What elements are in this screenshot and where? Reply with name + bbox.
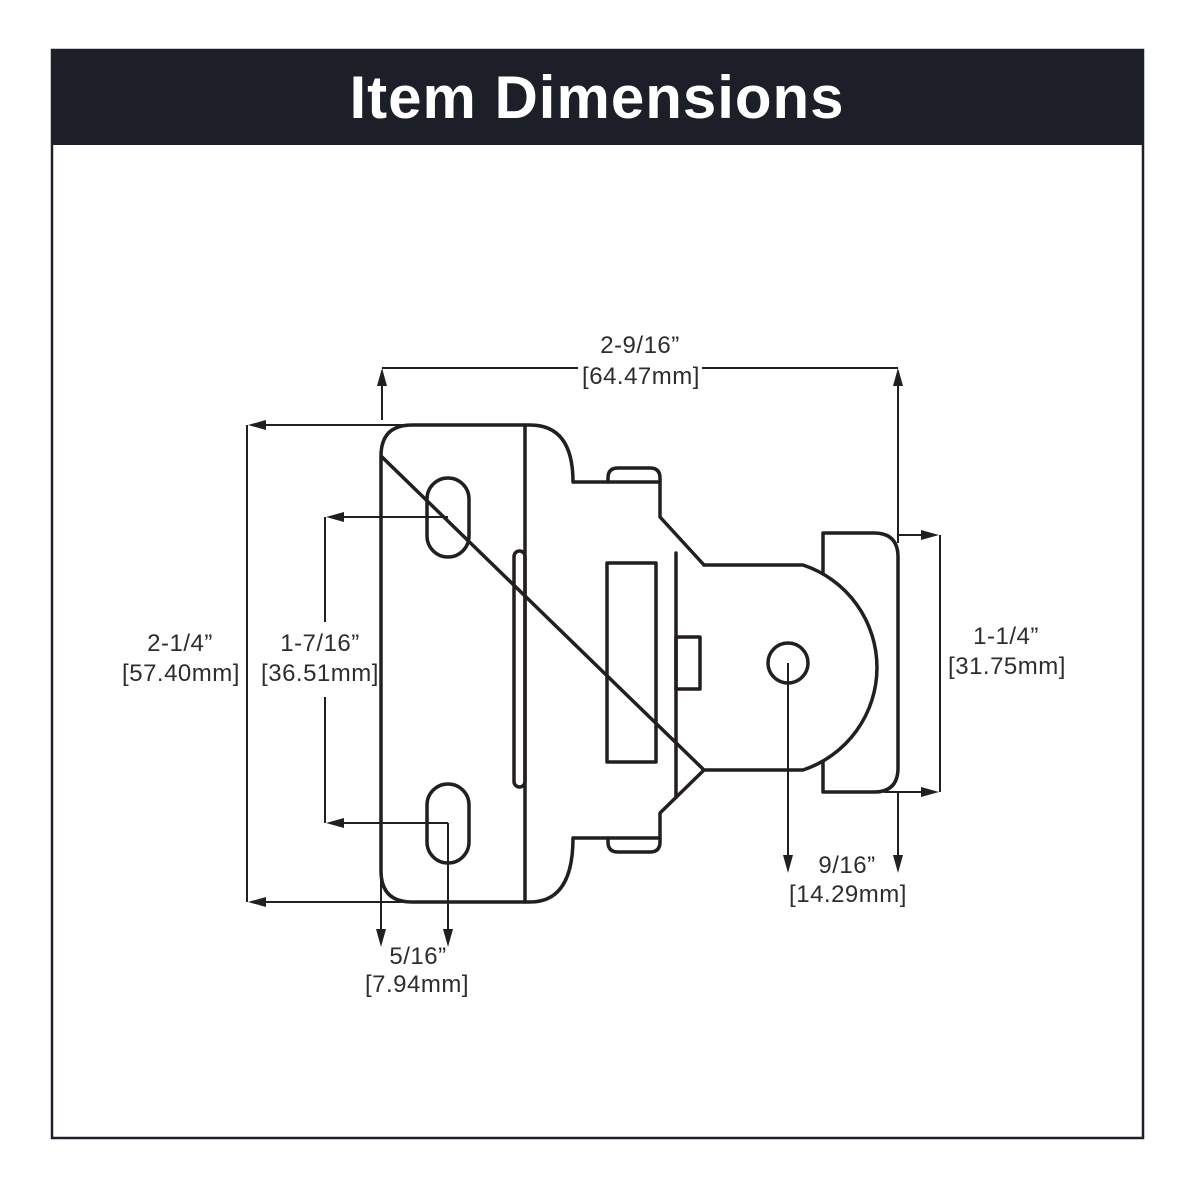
dim-width-overall-inches: 2-9/16”	[600, 332, 680, 359]
top-tab	[606, 466, 662, 484]
dim-slot-offset-mm: [7.94mm]	[365, 971, 469, 998]
hinge-drawing	[379, 423, 900, 904]
back-flange-outline	[821, 531, 900, 794]
roller-body-fill	[704, 565, 877, 770]
dim-slot-spacing-mm: [36.51mm]	[261, 660, 379, 687]
dim-height-overall-inches: 2-1/4”	[147, 630, 213, 657]
dim-slot-spacing-inches: 1-7/16”	[280, 630, 360, 657]
dim-height-overall-mm: [57.40mm]	[122, 660, 240, 687]
content-border	[50, 48, 1145, 1140]
dim-depth-right-inches: 1-1/4”	[973, 623, 1039, 650]
dim-width-overall-mm: [64.47mm]	[582, 363, 700, 390]
title-bar-background	[52, 50, 1143, 145]
title-bar: Item Dimensions	[52, 50, 1143, 145]
page-title: Item Dimensions	[349, 64, 844, 131]
plate-channel	[512, 549, 527, 789]
roller-body-outline	[702, 563, 879, 772]
housing-recess	[605, 561, 658, 764]
dimension-lines	[246, 367, 941, 947]
bottom-tab	[606, 836, 662, 854]
housing-nub	[674, 635, 702, 691]
mounting-bracket-outline	[379, 423, 706, 904]
dim-roller-offset-mm: [14.29mm]	[789, 881, 907, 908]
dim-depth-right-mm: [31.75mm]	[948, 653, 1066, 680]
dim-slot-offset-inches: 5/16”	[389, 943, 446, 970]
dim-roller-offset-inches: 9/16”	[818, 852, 875, 879]
dimension-labels: 2-9/16” [64.47mm] 2-1/4” [57.40mm] 1-7/1…	[122, 332, 1066, 998]
